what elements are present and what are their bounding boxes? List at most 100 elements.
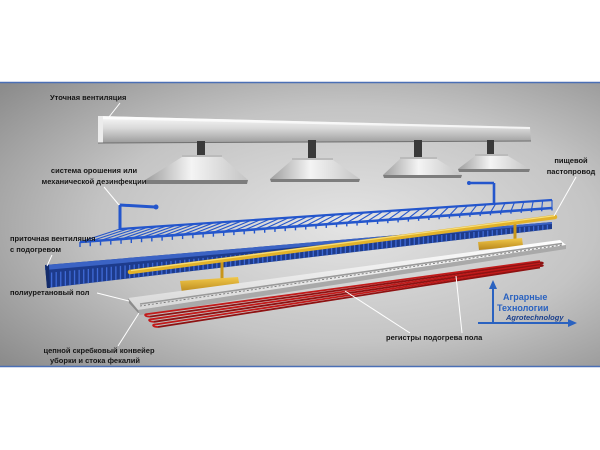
sprinkler-rung (213, 220, 243, 233)
logo-text-line1: Аграрные (503, 292, 547, 302)
sprinkler-rung (110, 226, 149, 241)
heating-pipe-bend (152, 323, 159, 328)
labels: Уточная вентиляция система орошения или … (10, 93, 595, 365)
sprinkler-rung (305, 214, 327, 227)
sprinkler-rung (367, 210, 384, 222)
sprinkler-rung (79, 228, 121, 243)
sprinkler-rung (530, 201, 534, 210)
sprinkler-front-rail (79, 206, 553, 244)
leader-heating-left (344, 290, 411, 334)
logo-text-line2: Технологии (497, 303, 549, 313)
sprinkler-rung (325, 213, 346, 225)
hood-rim (458, 169, 530, 172)
label-feed-line2: пастопровод (547, 167, 596, 176)
floor-slab-end (128, 298, 140, 315)
sprinkler-rung (131, 225, 168, 239)
sprinkler-rung (520, 201, 525, 211)
exhaust-hood (145, 155, 248, 184)
leader-sprinkler (103, 186, 120, 206)
leader-supply (46, 254, 53, 267)
sprinkler-rung (161, 223, 196, 237)
sprinkler-rung (202, 220, 233, 234)
hood-body (458, 156, 530, 169)
sprinkler-rung (192, 221, 224, 235)
hood-top-plate (475, 154, 508, 156)
exhaust-hood (458, 154, 530, 172)
label-floor-heating: регистры подогрева пола (386, 333, 483, 342)
label-supply-line2: с подогревом (10, 245, 61, 254)
hood-rim (383, 175, 462, 178)
sprinkler-rung (387, 209, 403, 221)
heating-pipe (147, 260, 541, 315)
hood-body (383, 159, 462, 175)
label-conveyor-line2: уборки и стока фекалий (50, 356, 140, 365)
sprinkler-rung (90, 227, 130, 242)
heating-pipe (157, 266, 541, 328)
heating-pipe (155, 265, 541, 326)
sprinkler-rung (428, 207, 440, 218)
logo-text-line3: Agrotechnology (505, 313, 564, 322)
heating-pipe (149, 261, 541, 318)
sprinkler-rung (408, 208, 421, 219)
heating-pipe-bend (144, 313, 151, 318)
sprinkler-nozzle-left (153, 204, 159, 210)
sprinkler-rung (459, 205, 468, 216)
conveyor-channel (139, 242, 563, 305)
heating-pipe (153, 264, 541, 323)
sprinkler-rung (510, 202, 515, 212)
duct-top-face (98, 116, 530, 129)
sprinkler-rung (120, 225, 158, 240)
heating-pipe-bend (539, 261, 544, 265)
label-polyurethane-floor: полиуретановый пол (10, 288, 90, 297)
sprinkler-rung (141, 224, 177, 239)
sprinkler-rung (254, 217, 280, 230)
hood-connector (487, 140, 494, 154)
logo-right-arrow-icon (568, 319, 577, 327)
supply-duct-body (45, 222, 552, 288)
hood-connector (414, 140, 422, 157)
sprinkler-rung (315, 214, 337, 226)
conveyor-chain (139, 244, 563, 307)
leader-conveyor (117, 312, 140, 347)
hood-body (145, 157, 248, 180)
sprinkler-rung (264, 217, 290, 230)
heating-pipe-bend (148, 318, 155, 323)
heating-pipe-bend (539, 264, 544, 267)
sprinkler-rung (336, 212, 356, 225)
sprinkler-rung (438, 206, 450, 217)
label-sprinkler-line1: система орошения или (51, 166, 138, 175)
sprinkler-rung (346, 212, 365, 224)
logo-up-arrow-icon (489, 280, 497, 289)
sprinkler-rung (418, 207, 431, 219)
hood-connector (308, 140, 316, 158)
sprinkler-arm-left (119, 203, 156, 209)
supply-duct-end (45, 265, 50, 288)
sprinkler-rung (100, 227, 139, 242)
hood-body (270, 160, 360, 179)
leader-heating-right (455, 275, 463, 334)
sprinkler-nozzle-right (467, 181, 471, 185)
floor-slab-edge (138, 245, 566, 315)
sprinkler-rung (151, 224, 186, 238)
sprinkler-rung (233, 219, 262, 232)
label-feed-line1: пищевой (554, 156, 588, 165)
label-conveyor-line1: цепной скребковый конвейер (43, 346, 155, 355)
sprinkler-rung (469, 204, 478, 215)
sprinkler-rung (356, 211, 374, 223)
sprinkler-rung (295, 215, 318, 227)
sprinkler-rung (448, 205, 459, 216)
hood-top-plate (400, 157, 437, 159)
sprinkler-rung (243, 218, 271, 231)
leader-feed (553, 176, 577, 217)
sprinkler-rung (541, 200, 544, 209)
hood-top-plate (292, 158, 333, 160)
leader-floor (96, 292, 130, 302)
sprinkler-rung (284, 215, 309, 228)
sprinkler-rung (500, 202, 506, 212)
polyurethane-floor (128, 240, 566, 315)
sprinkler-rung (397, 209, 412, 220)
label-supply-line1: приточная вентиляция (10, 234, 95, 243)
sprinkler-rung (172, 222, 205, 236)
